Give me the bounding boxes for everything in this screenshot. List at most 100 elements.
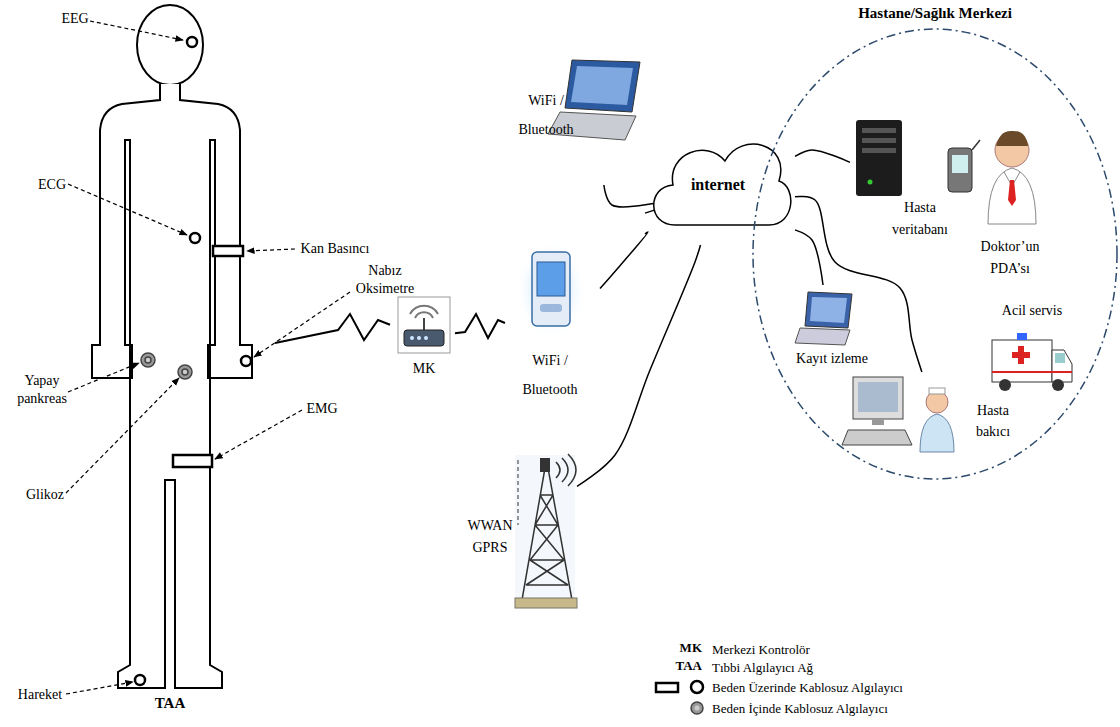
controller-node: MK: [390, 290, 455, 385]
computer-icon: [858, 382, 898, 412]
region-heading: Hastane/Sağlık Merkezi: [858, 4, 1012, 23]
body-figure: [137, 5, 203, 85]
node-label: Kayıt izleme: [796, 350, 868, 368]
computer-icon: [842, 377, 912, 445]
nurse-icon: [929, 388, 945, 394]
ambulance-icon: [1055, 353, 1065, 363]
on-body-sensor: [187, 37, 197, 47]
network-link: [600, 232, 648, 289]
antenna-tower: [522, 468, 572, 600]
laptop-node: WiFi / Bluetooth: [510, 55, 645, 185]
leader-line: [215, 410, 302, 459]
server-icon: [862, 148, 896, 153]
leader-line: [247, 249, 295, 251]
cloud-shape: [654, 144, 791, 225]
server-icon: [862, 138, 896, 143]
pda-icon: [515, 240, 587, 340]
doctor-icon: [948, 131, 1036, 224]
doctor-icon: [1008, 180, 1016, 206]
region-outline: [752, 28, 1118, 480]
legend-text: Beden İçinde Kablosuz Algılayıcı: [712, 701, 888, 716]
server-icon: [856, 120, 902, 196]
node-label: Doktor’un PDA’sı: [981, 236, 1040, 281]
leader-line: [66, 682, 133, 694]
ambulance-icon: [992, 340, 1052, 382]
ambulance-icon: [999, 379, 1011, 391]
doctor-icon: [948, 148, 972, 192]
network-link: [795, 150, 850, 162]
on-body-sensor: [213, 246, 243, 256]
node-label: WiFi / Bluetooth: [522, 346, 577, 405]
legend-text: Beden Üzerinde Kablosuz Algılayıcı: [712, 680, 903, 695]
router-icon: [423, 318, 425, 331]
legend-abbreviation: MK: [680, 640, 702, 656]
router-icon: [417, 336, 421, 340]
body-figure: [92, 84, 252, 688]
laptop-icon: [795, 328, 850, 345]
sensor-label: Hareket: [18, 686, 62, 704]
laptop-icon: [810, 297, 847, 323]
sensor-label: EMG: [306, 400, 337, 418]
in-body-sensor: [178, 365, 192, 379]
on-body-sensor: [241, 356, 251, 366]
node-label: internet: [691, 175, 745, 195]
body-figure: [92, 5, 252, 688]
doctor-icon: [972, 140, 980, 150]
leader-line: [90, 21, 183, 40]
router-icon: [398, 297, 450, 353]
legend-row: Beden İçinde Kablosuz Algılayıcı: [712, 699, 888, 717]
antenna-tower: [515, 455, 575, 605]
computer-icon: [842, 430, 912, 445]
wireless-link: [455, 314, 505, 338]
ambulance-icon: [992, 333, 1072, 391]
router-icon: [404, 330, 444, 346]
pda-node: WiFi / Bluetooth: [505, 238, 600, 448]
caregiver-node: Hasta bakıcı: [842, 372, 1027, 454]
network-link: [795, 230, 823, 285]
legend-sample: [656, 681, 703, 714]
legend-sample: [691, 702, 703, 714]
sensor-label: Nabız Oksimetre: [356, 262, 414, 297]
network-link: [577, 245, 701, 486]
server-icon: [856, 120, 902, 196]
legend-text: Tıbbi Algılayıcı Ağ: [712, 660, 813, 675]
hospital-region: Hastane/Sağlık MerkeziHasta veritabanıDo…: [752, 28, 1118, 480]
leader-line: [66, 378, 179, 493]
sensor-label: Yapay pankreas: [17, 372, 67, 407]
ambulance-icon: [1018, 346, 1024, 364]
computer-icon: [853, 377, 903, 419]
legend-sample: [695, 706, 700, 711]
tower-node: WWAN GPRS: [465, 450, 577, 615]
pda-icon: [537, 262, 565, 296]
ambulance-icon: [992, 371, 1072, 373]
ambulance-node: Acil servis: [975, 300, 1080, 396]
node-label: WiFi / Bluetooth: [518, 86, 573, 145]
sensor-label: Glikoz: [26, 486, 64, 504]
node-label: Hasta bakıcı: [976, 400, 1010, 442]
doctor-icon: [988, 168, 1036, 224]
on-body-sensor: [190, 233, 200, 243]
laptop-icon: [795, 292, 852, 345]
cloud-node: internet: [645, 125, 795, 245]
nurse-icon: [920, 414, 954, 452]
server-icon: [862, 128, 896, 133]
on-body-sensor: [135, 675, 145, 685]
region-outline: [753, 29, 1117, 479]
wireless-link: [275, 314, 390, 343]
sensor-label: Kan Basıncı: [301, 240, 370, 258]
antenna-tower: [540, 458, 550, 472]
node-label: Acil servis: [1002, 302, 1062, 320]
antenna-tower: [515, 454, 577, 608]
ambulance-icon: [1052, 350, 1072, 382]
legend-sample: [656, 683, 678, 692]
in-body-sensor: [141, 353, 155, 367]
router-icon: [410, 306, 438, 318]
in-body-sensor: [182, 369, 188, 375]
router-icon: [398, 297, 450, 353]
laptop-icon: [565, 60, 640, 112]
doctor-icon: [996, 131, 1028, 146]
antenna-tower: [518, 460, 519, 525]
legend-row: Merkezi Kontrolör: [712, 640, 810, 658]
doctor-node: Doktor’un PDA’sı: [945, 125, 1055, 287]
pda-icon: [540, 304, 562, 312]
